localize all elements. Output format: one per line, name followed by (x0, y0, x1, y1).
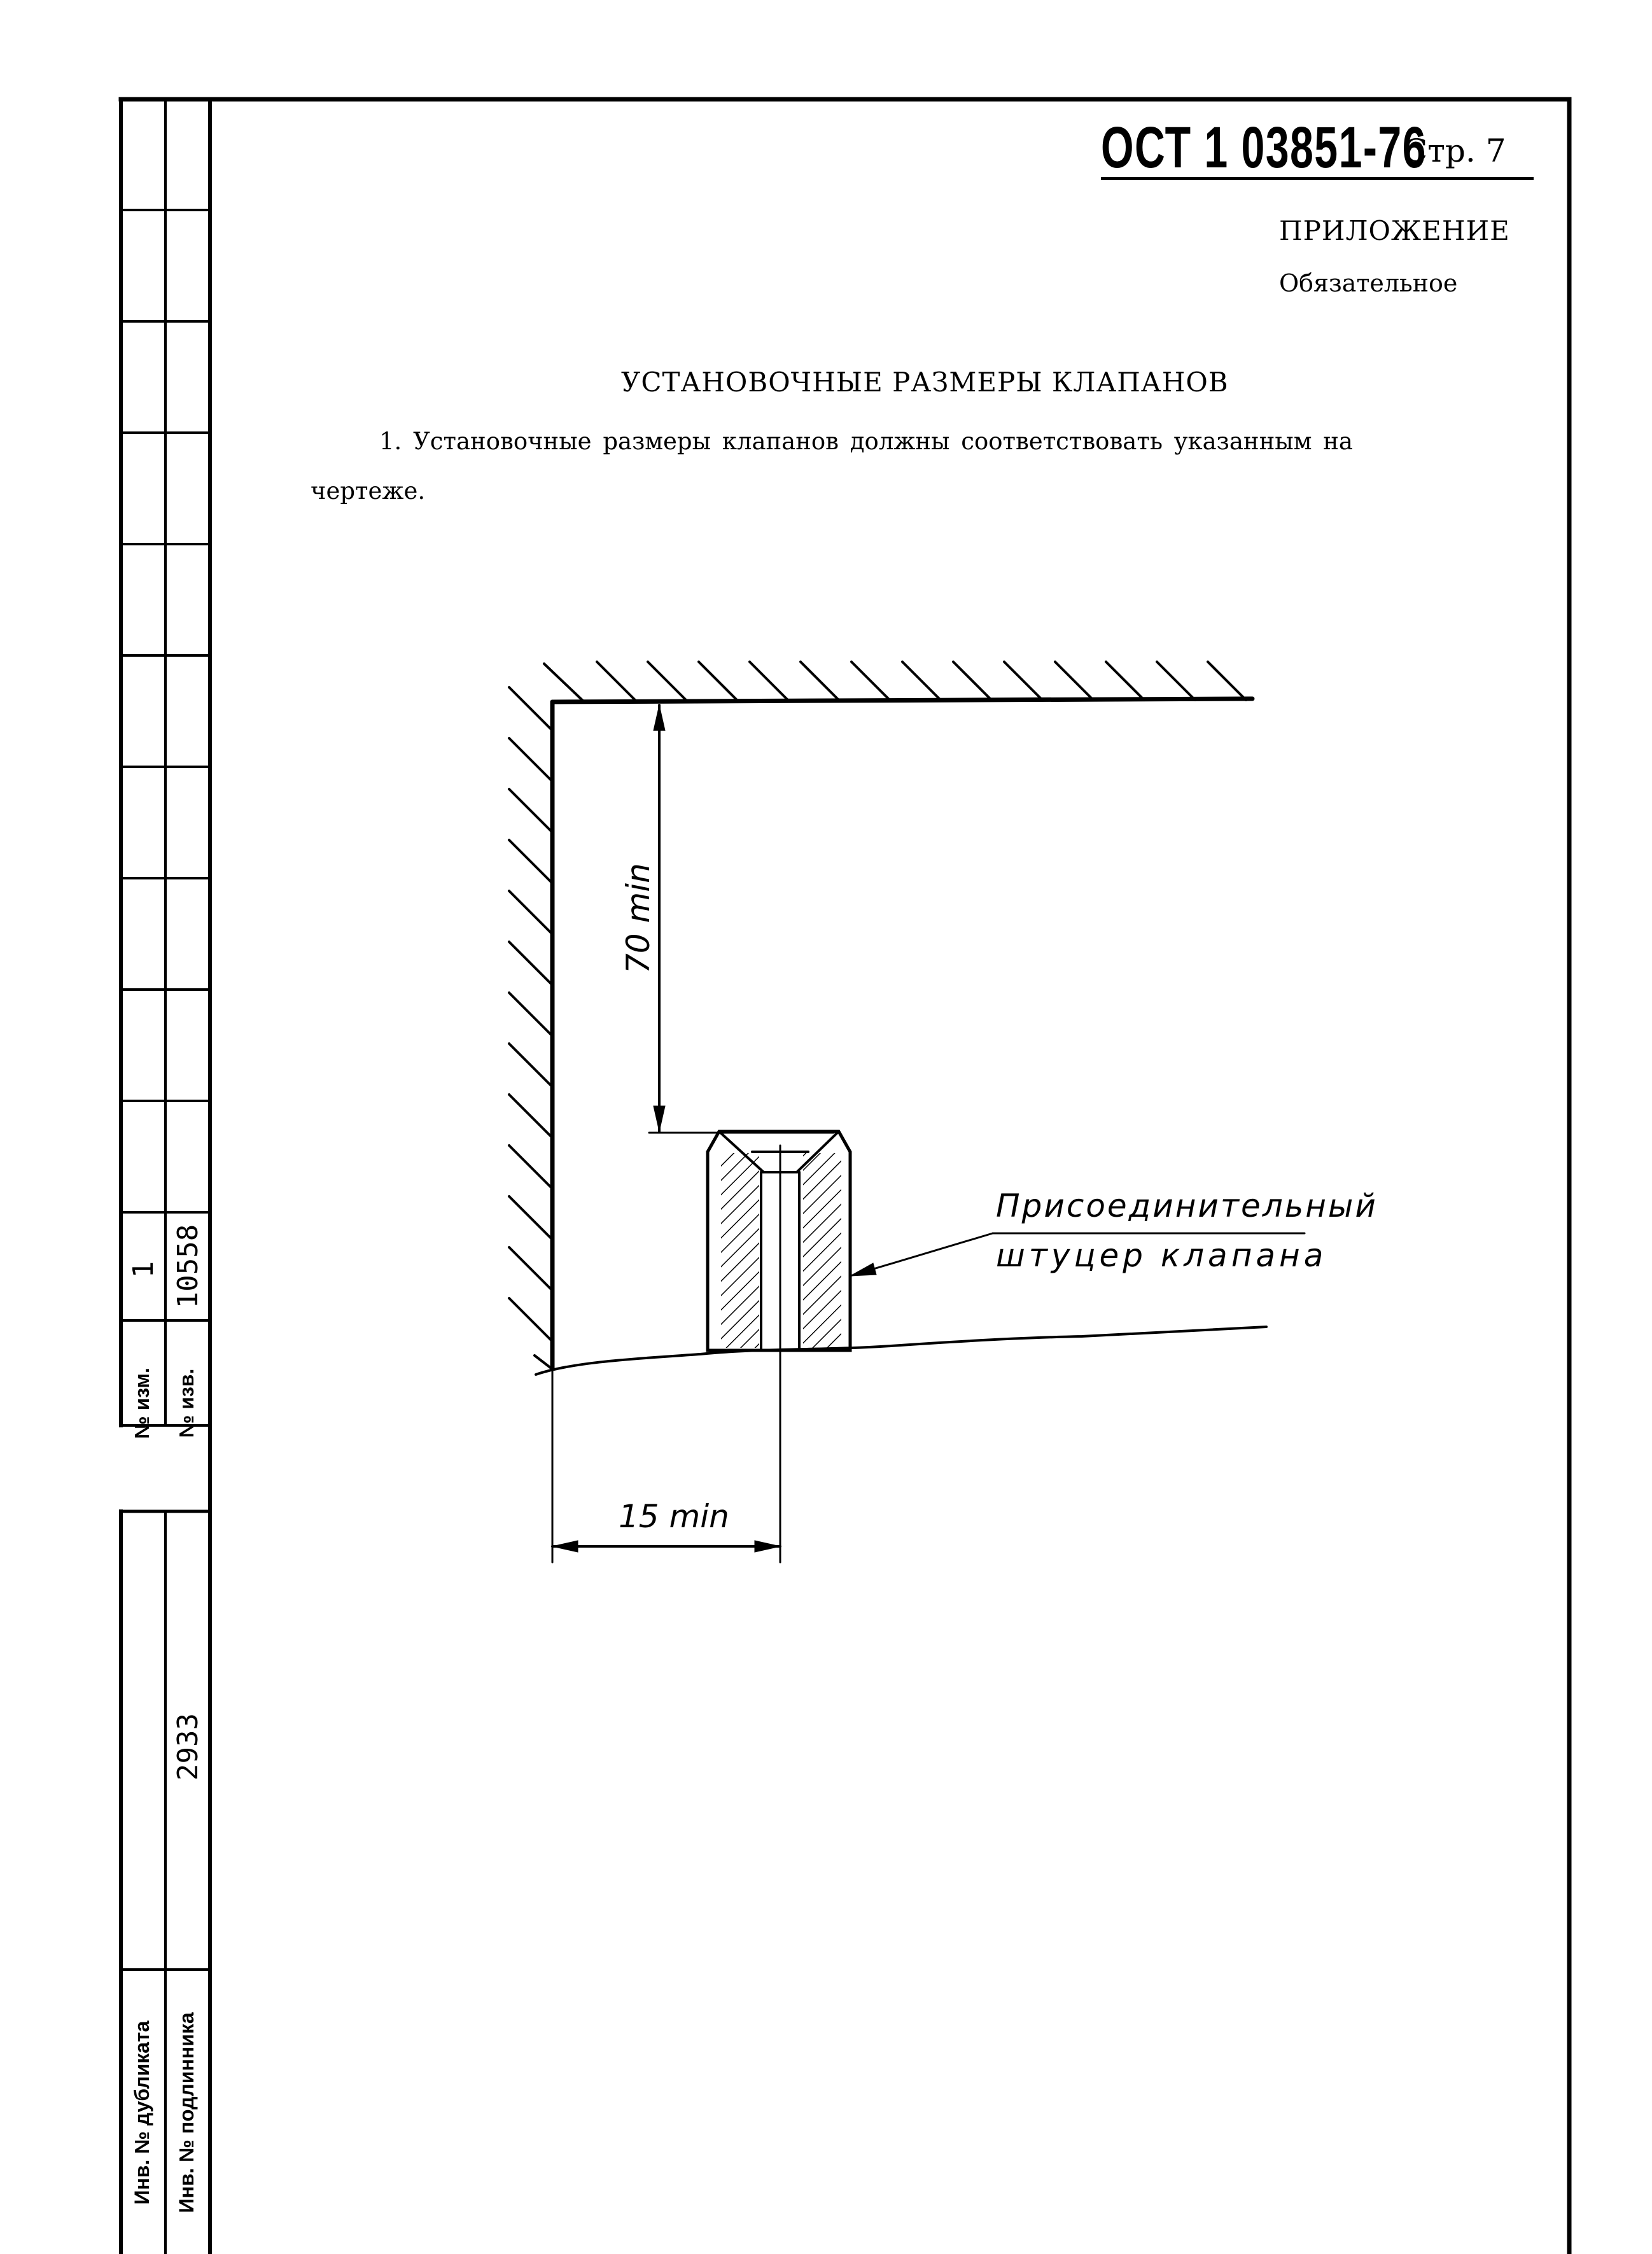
page-number: Стр. 7 (1403, 132, 1506, 169)
horizontal-dimension (551, 1367, 781, 1564)
callout-line-2: штуцер клапана (996, 1237, 1327, 1274)
side-wall (508, 686, 555, 1371)
paragraph-line-1: 1. Установочные размеры клапанов должны … (379, 428, 1353, 455)
standard-number: ОСТ 1 03851-76 (1101, 115, 1427, 180)
stamp-notice-no-value: 10558 (172, 1224, 204, 1309)
stamp-duplicate-label: Инв. № дубликата (130, 2020, 153, 2205)
stamp-original-label: Инв. № подлинника (175, 2012, 198, 2213)
header-underline (1101, 177, 1534, 180)
dim-horizontal-label: 15 min (619, 1498, 729, 1535)
stamp-duplicate-value (127, 1645, 159, 1849)
valve-fitting (706, 1130, 852, 1564)
vertical-dimension (648, 704, 835, 1134)
stamp-change-no-label: № изм. (130, 1368, 153, 1439)
stamp-change-no-value: 1 (127, 1261, 160, 1278)
ceiling-wall (543, 661, 1255, 704)
stamp-notice-no-label: № изв. (175, 1368, 198, 1438)
appendix-title: ПРИЛОЖЕНИЕ (1279, 215, 1510, 246)
stamp-original-value: 2933 (172, 1713, 204, 1781)
callout-line-1: Присоединительный (996, 1187, 1378, 1224)
appendix-status: Обязательное (1279, 269, 1458, 297)
callout-leader (849, 1232, 1306, 1277)
section-title: УСТАНОВОЧНЫЕ РАЗМЕРЫ КЛАПАНОВ (621, 367, 1229, 398)
base-surface (535, 1326, 1268, 1376)
dim-vertical-label: 70 min (620, 863, 657, 974)
paragraph-line-2: чертеже. (311, 477, 426, 505)
